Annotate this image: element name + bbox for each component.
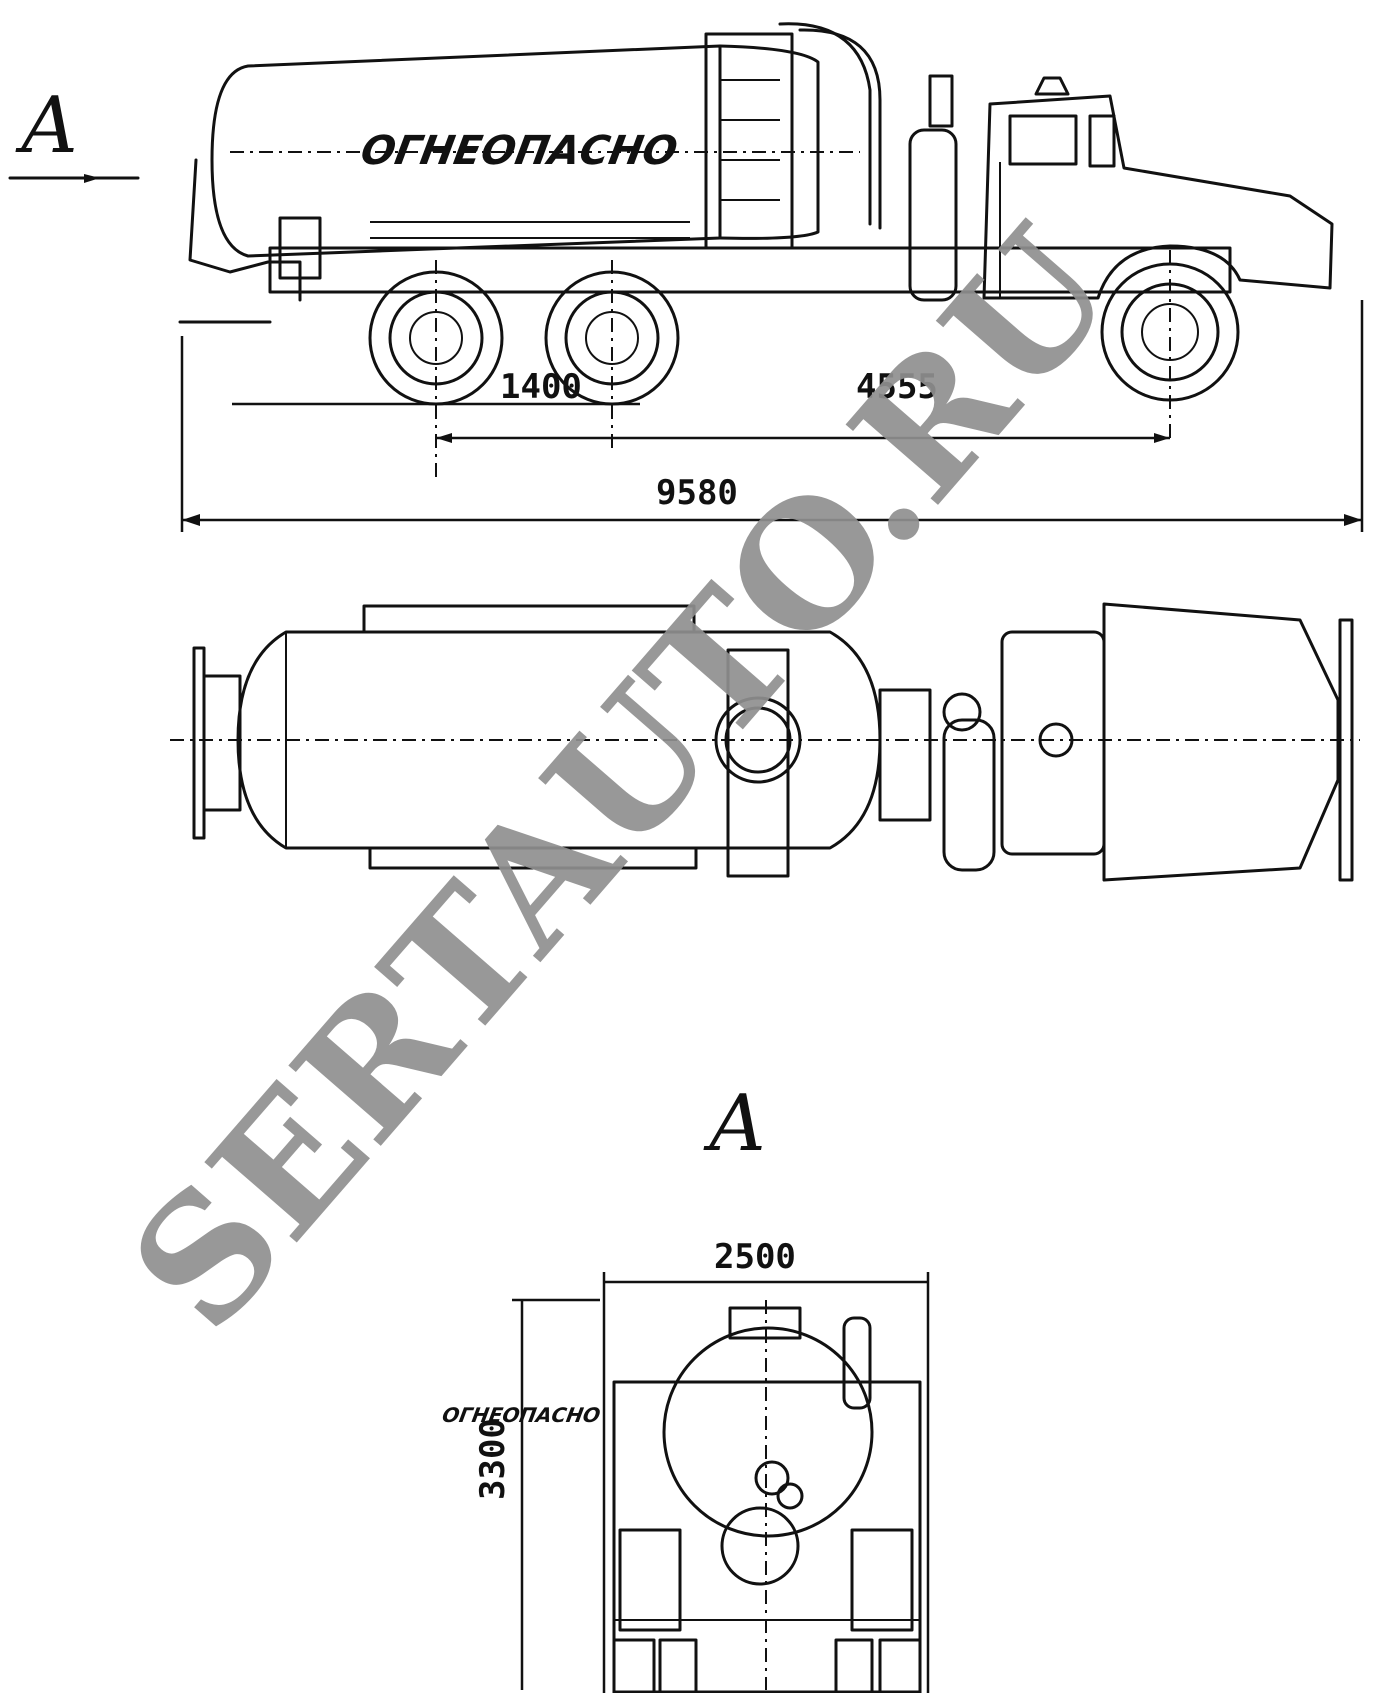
overall-length-label: 9580 [656,473,738,513]
rear-view-letter: А [703,1079,767,1169]
rear-tank-marking: ОГНЕОПАСНО [440,1403,602,1427]
side-view: А ОГНЕОПАСНО [8,22,1364,532]
top-side-box-upper [362,604,696,634]
tank-body [210,44,722,258]
tank-front-dome [718,44,820,240]
rear-cylinder [842,1316,872,1410]
cab-window [1008,114,1078,166]
rear-view: А 2500 3300 ОГНЕОПАСНО [440,1079,930,1693]
tank-marking: ОГНЕОПАСНО [357,127,681,174]
rear-tire-left [612,1638,656,1693]
cab-side-window [1088,114,1116,168]
wheel-spacing-label: 1400 [500,367,582,407]
top-side-box-lower [368,846,698,870]
view-indicator-letter: А [15,81,79,171]
top-front-bumper [1338,618,1354,882]
top-hood [1102,602,1340,882]
cab-beacon [1034,76,1070,96]
hose-1 [778,22,872,226]
watermark-text: SERTAUTO.RU [93,191,1151,1366]
top-view [170,602,1360,882]
view-indicator-arrow [84,174,100,183]
rear-differential [720,1506,800,1586]
wheelbase-label: 4555 [856,367,938,407]
rear-equipment [188,158,302,302]
top-gas-cylinder [942,718,996,872]
chassis-frame [268,246,1232,294]
gas-cylinder [908,128,958,302]
rear-tank-circle [662,1326,874,1538]
rear-chassis [612,1380,922,1693]
rear-tire-right [878,1638,922,1693]
top-pump-box [878,688,932,822]
overall-width-label: 2500 [714,1237,796,1277]
cab-body [982,94,1334,300]
hose-2 [798,28,882,230]
top-tank [236,630,882,850]
overall-height-label: 3300 [473,1418,513,1500]
top-ladder [726,648,790,878]
top-manhole [714,696,802,784]
cylinder-valve [928,74,954,128]
top-cab [1000,630,1106,856]
